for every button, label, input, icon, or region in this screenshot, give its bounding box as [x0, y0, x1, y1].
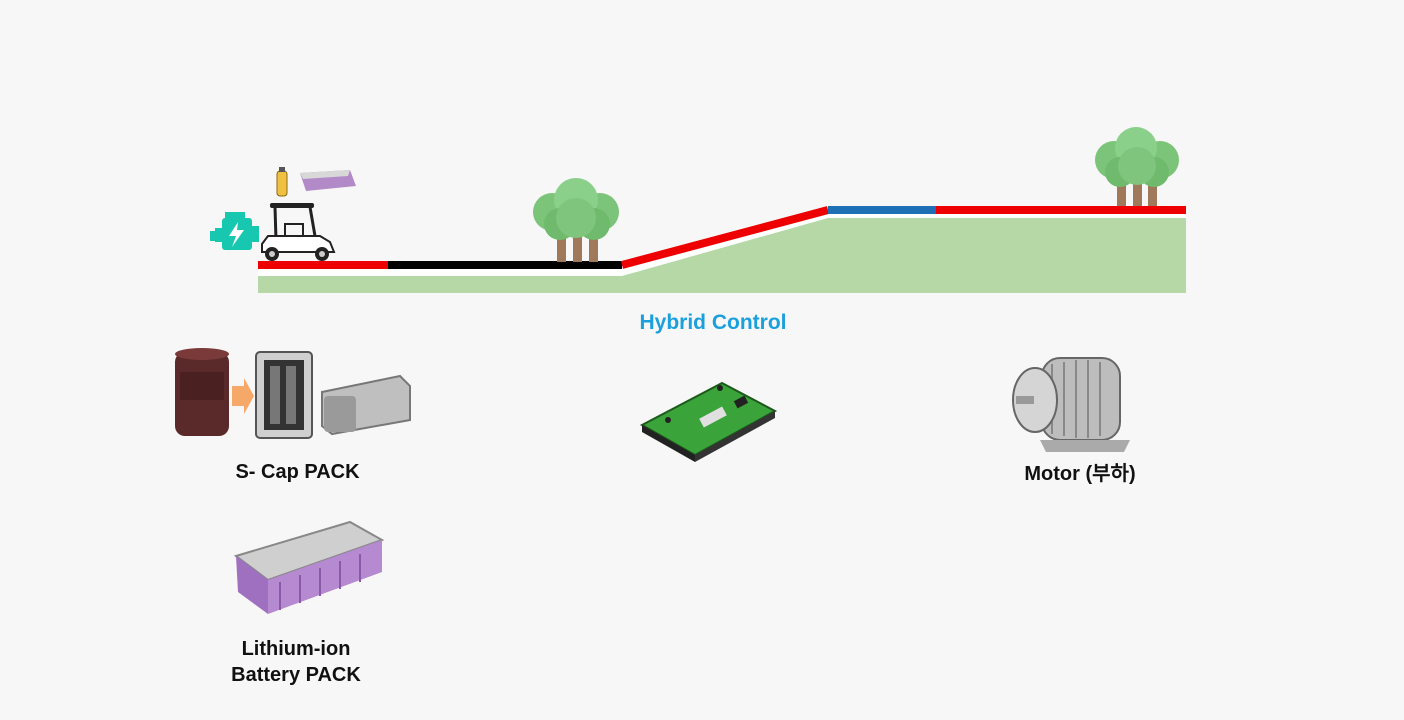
motor-label: Motor (부하): [1024, 463, 1136, 485]
battery-pack-label: Lithium-ion Battery PACK: [196, 636, 396, 688]
diagram-title: Hybrid Control: [639, 311, 787, 334]
motor-icon: [1012, 357, 1130, 452]
lithium-battery-pack-icon: [233, 520, 385, 614]
golf-cart-icon: [261, 203, 336, 261]
battery-pack-label-line1: Lithium-ion: [241, 638, 351, 660]
scap-pack-label: S- Cap PACK: [235, 461, 360, 483]
arrow-icon: [232, 378, 254, 414]
supercap-cell-icon: [276, 167, 288, 197]
supercap-can-icon: [175, 348, 229, 436]
ground-highlight: [258, 210, 1186, 276]
battery-icon: [300, 170, 356, 191]
battery-pack-label-line2: Battery PACK: [231, 664, 361, 686]
road-segment-red-slope: [620, 206, 830, 269]
tree-icon: [533, 178, 619, 262]
pcb-controller-icon: [639, 381, 778, 462]
supercap-module-exploded-icon: [255, 351, 313, 439]
tree-icon: [1095, 127, 1179, 206]
ground-terrain: [258, 212, 1186, 293]
supercap-pack-case-icon: [321, 374, 411, 436]
engine-icon: [210, 212, 259, 250]
